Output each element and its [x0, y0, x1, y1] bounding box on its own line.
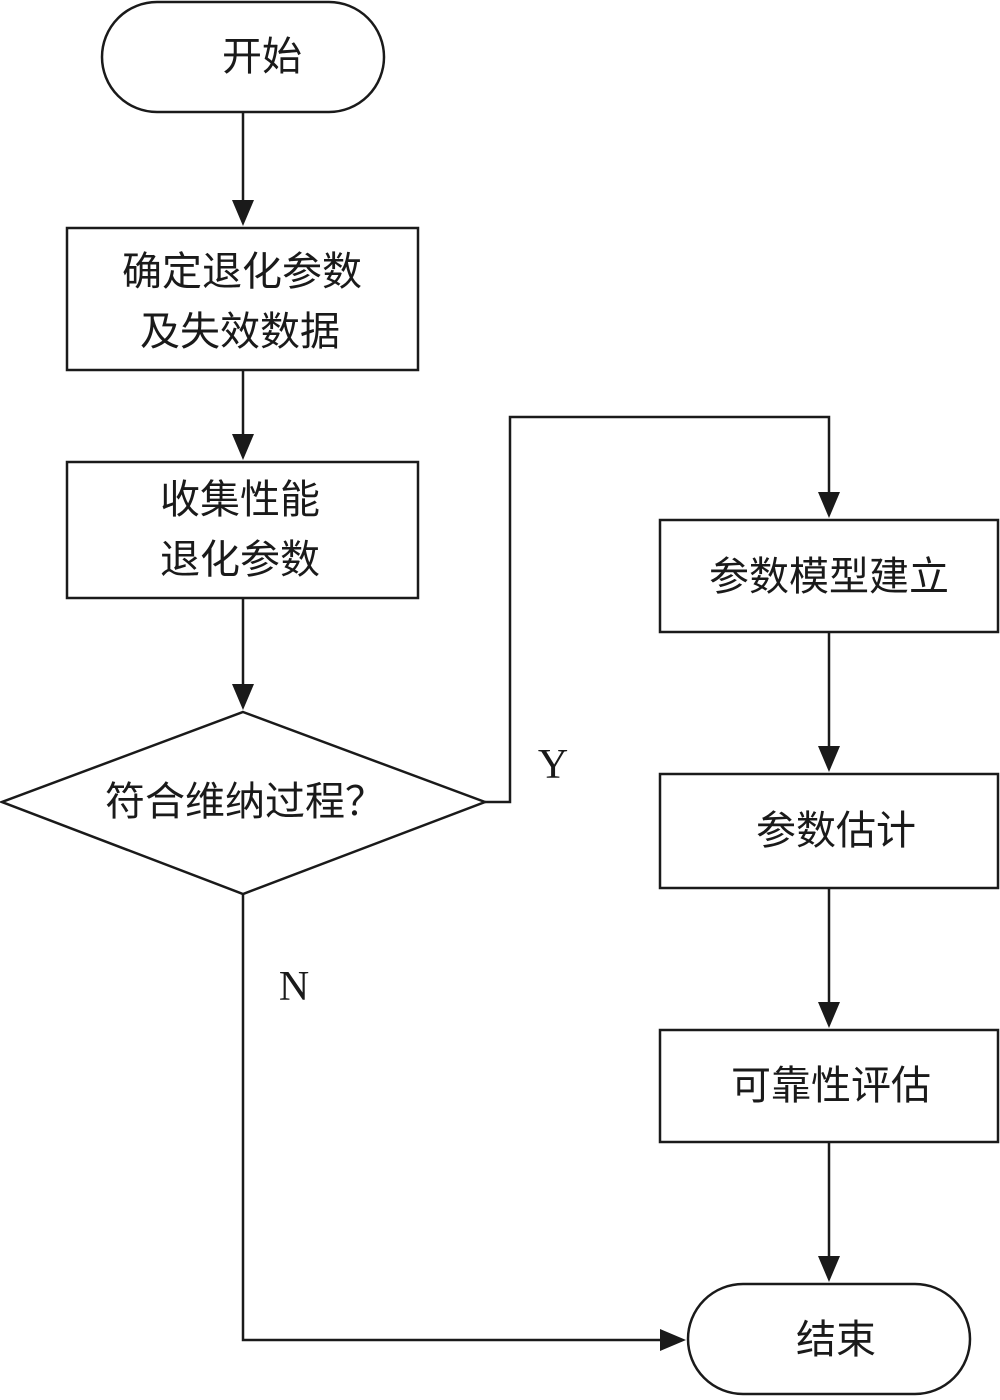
node-estimate-label: 参数估计 — [756, 808, 916, 854]
node-decision-label: 符合维纳过程？ — [105, 779, 385, 825]
process-box — [658, 772, 1000, 890]
node-model-label: 参数模型建立 — [709, 554, 949, 600]
decision-diamond — [0, 710, 489, 896]
node-determine-line1: 确定退化参数 — [122, 249, 362, 295]
node-reliability-label: 可靠性评估 — [731, 1063, 931, 1109]
terminator-shape — [686, 1282, 972, 1396]
process-box — [65, 226, 420, 372]
arrowhead-icon — [818, 1002, 840, 1028]
node-model: 参数模型建立 — [658, 518, 1000, 634]
process-box — [658, 1028, 1000, 1144]
arrowhead-icon — [818, 1256, 840, 1282]
node-collect: 收集性能 退化参数 — [65, 460, 420, 600]
node-start: 开始 — [100, 0, 386, 114]
arrowhead-icon — [232, 434, 254, 460]
node-start-label: 开始 — [222, 34, 302, 80]
process-box — [65, 460, 420, 600]
node-decision: 符合维纳过程？ — [0, 710, 489, 896]
arrowhead-icon — [818, 746, 840, 772]
arrowhead-icon — [232, 200, 254, 226]
arrowhead-icon — [818, 492, 840, 518]
yes-branch-label: Y — [538, 742, 568, 788]
edge-decision-model-yes — [485, 415, 831, 804]
arrowhead-icon — [232, 684, 254, 710]
node-reliability: 可靠性评估 — [658, 1028, 1000, 1144]
edge-decision-end-no — [241, 894, 660, 1342]
node-determine: 确定退化参数 及失效数据 — [65, 226, 420, 372]
node-determine-line2: 及失效数据 — [140, 309, 340, 355]
node-end: 结束 — [686, 1282, 972, 1396]
node-estimate: 参数估计 — [658, 772, 1000, 890]
node-collect-line2: 退化参数 — [160, 537, 320, 583]
arrowhead-icon — [660, 1329, 686, 1351]
process-box — [658, 518, 1000, 634]
connectors — [232, 112, 840, 1351]
node-collect-line1: 收集性能 — [160, 477, 320, 523]
terminator-shape — [100, 0, 386, 114]
no-branch-label: N — [279, 964, 309, 1010]
node-end-label: 结束 — [796, 1317, 876, 1363]
